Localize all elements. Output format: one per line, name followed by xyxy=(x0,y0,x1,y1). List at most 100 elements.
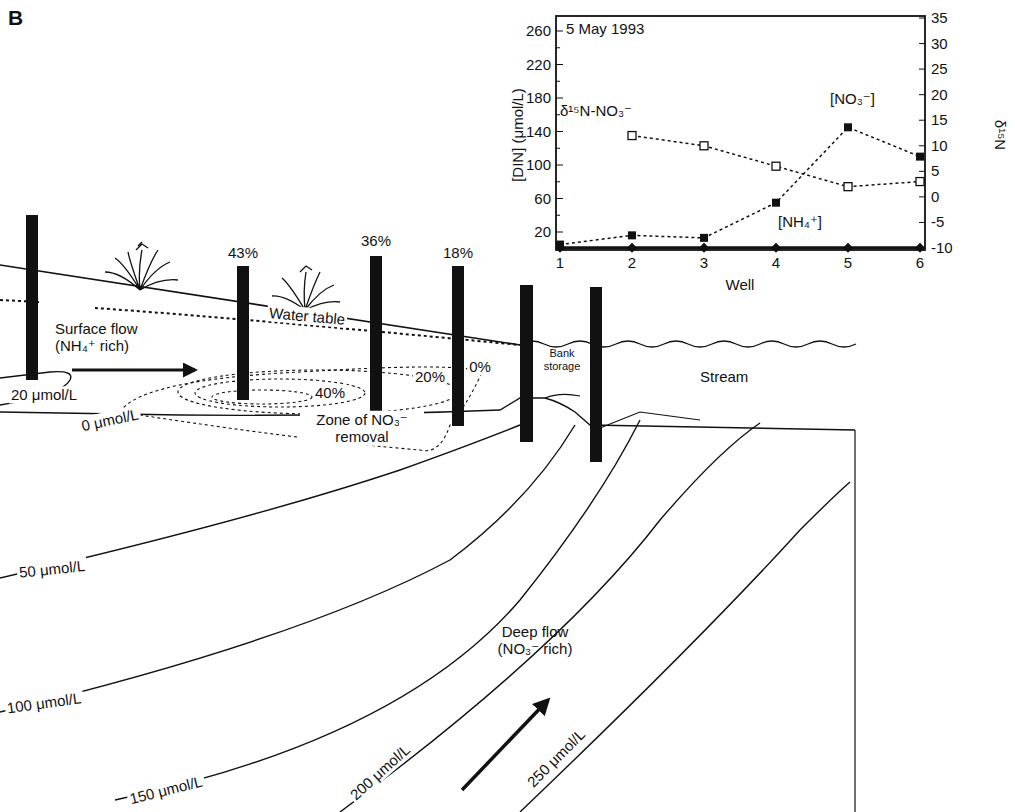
nh4-marker xyxy=(699,243,709,253)
tick-label: 25 xyxy=(931,60,948,77)
tick-label: 20 xyxy=(534,223,551,240)
no3-series xyxy=(560,127,920,244)
inset-frame xyxy=(556,16,925,250)
tick-label: 3 xyxy=(700,254,708,271)
no3-marker xyxy=(844,123,852,131)
no3-marker xyxy=(772,199,780,207)
percent-contour-label: 20% xyxy=(413,368,447,385)
nh4-marker xyxy=(627,243,637,253)
d15n-marker xyxy=(700,142,708,150)
axis-tick xyxy=(919,171,925,172)
flow-label: Deep flow (NO₃⁻ rich) xyxy=(480,623,590,658)
stream-surface xyxy=(520,341,856,347)
surface-flow-arrow xyxy=(72,369,195,372)
tick-label: 60 xyxy=(534,190,551,207)
axis-title: Well xyxy=(726,276,755,293)
nh4-series xyxy=(560,246,920,249)
axis-tick xyxy=(556,64,563,65)
axis-tick xyxy=(556,81,560,82)
zone-label: Zone of NO₃⁻ removal xyxy=(300,411,424,446)
tick-label: 30 xyxy=(931,35,948,52)
d15n-marker xyxy=(916,178,924,186)
concentration-label: 250 μmol/L xyxy=(522,724,590,792)
tick-label: 0 xyxy=(931,188,939,205)
axis-tick xyxy=(556,131,563,132)
tick-label: 6 xyxy=(916,254,924,271)
contour-200 xyxy=(340,423,760,812)
section-edge xyxy=(854,430,855,812)
axis-tick xyxy=(556,148,560,149)
concentration-label: 20 μmol/L xyxy=(9,386,79,403)
well xyxy=(370,256,382,416)
tick-label: 35 xyxy=(931,9,948,26)
flow-label: Surface flow (NH₄⁺ rich) xyxy=(55,320,175,355)
axis-tick xyxy=(919,222,925,223)
percent-contour-label: 40% xyxy=(313,384,347,401)
percent-label: 43% xyxy=(228,244,258,261)
tick-label: 15 xyxy=(931,112,948,129)
axis-title: [DIN] (μmol/L) xyxy=(509,88,526,182)
axis-tick xyxy=(919,18,925,19)
axis-tick xyxy=(556,114,560,115)
axis-tick xyxy=(556,232,563,233)
no3-marker xyxy=(628,231,636,239)
axis-tick xyxy=(556,198,563,199)
tick-label: 100 xyxy=(526,156,551,173)
series-label: [NO₃⁻] xyxy=(830,90,875,107)
concentration-label: 150 μmol/L xyxy=(126,772,206,808)
concentration-label: 100 μmol/L xyxy=(4,689,84,717)
axis-tick xyxy=(556,47,560,48)
no3-marker xyxy=(700,234,708,242)
percent-contour-label: 0% xyxy=(467,358,493,375)
tick-label: 220 xyxy=(526,56,551,73)
no3-marker xyxy=(916,153,924,161)
axis-tick xyxy=(556,31,563,32)
chart-date: 5 May 1993 xyxy=(566,20,644,37)
tick-label: 4 xyxy=(772,254,780,271)
nh4-marker xyxy=(555,243,565,253)
axis-tick xyxy=(556,98,563,99)
d15n-marker xyxy=(628,132,636,140)
tick-label: 2 xyxy=(628,254,636,271)
d15n-series xyxy=(632,136,920,187)
concentration-label: 50 μmol/L xyxy=(16,557,88,581)
nh4-marker xyxy=(843,243,853,253)
bank-storage-outline xyxy=(545,394,700,428)
percent-label: 36% xyxy=(361,232,391,249)
d15n-marker xyxy=(772,162,780,170)
axis-tick xyxy=(919,69,925,70)
axis-tick xyxy=(919,94,925,95)
axis-tick xyxy=(556,215,560,216)
nh4-marker xyxy=(915,243,925,253)
tick-label: 20 xyxy=(931,86,948,103)
removal-contour-0 xyxy=(120,367,482,451)
removal-contour-40 xyxy=(195,379,365,407)
well xyxy=(520,285,533,442)
plant xyxy=(105,242,178,290)
contour-100 xyxy=(0,425,575,712)
stream-label: Stream xyxy=(700,368,748,385)
inset-chart xyxy=(555,18,925,253)
tick-label: 140 xyxy=(526,123,551,140)
nh4-marker xyxy=(771,243,781,253)
tick-label: -10 xyxy=(931,239,953,256)
tick-label: 5 xyxy=(844,254,852,271)
axis-title: δ¹⁵N xyxy=(991,120,1008,150)
well xyxy=(452,266,464,426)
tick-label: 5 xyxy=(931,163,939,180)
well xyxy=(237,266,249,400)
water-table-label: Water table xyxy=(266,304,347,328)
concentration-label: 200 μmol/L xyxy=(345,739,415,804)
axis-tick xyxy=(919,196,925,197)
removal-contour-inner xyxy=(212,390,312,404)
axis-tick xyxy=(919,43,925,44)
bank-storage-label: Bank storage xyxy=(536,347,588,372)
tick-label: 1 xyxy=(556,254,564,271)
tick-label: 260 xyxy=(526,22,551,39)
well xyxy=(26,215,38,380)
contour-150 xyxy=(115,420,640,800)
series-label: δ¹⁵N-NO₃⁻ xyxy=(560,102,632,119)
series-label: [NH₄⁺] xyxy=(778,213,822,230)
well xyxy=(590,287,602,462)
